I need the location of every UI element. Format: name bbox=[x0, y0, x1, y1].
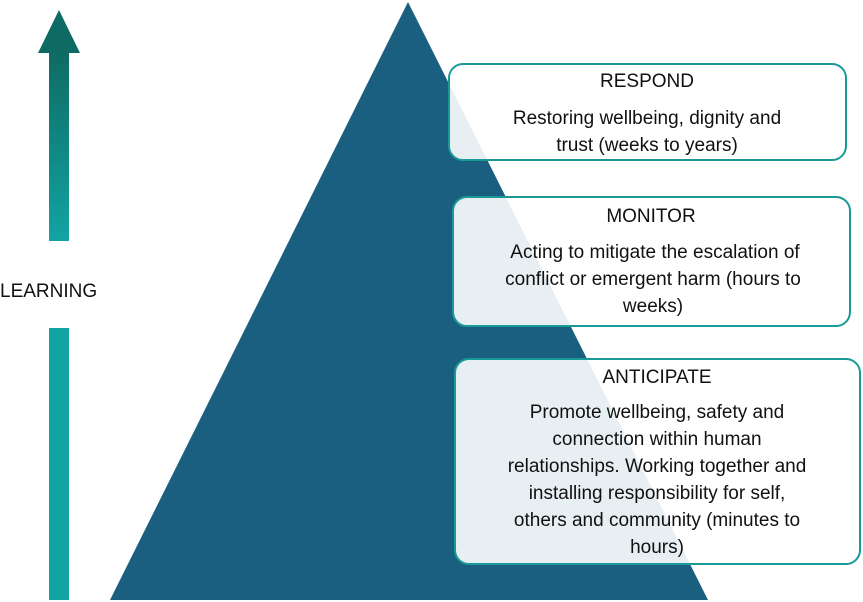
learning-arrow bbox=[38, 10, 80, 600]
anticipate-description-line-4: installing responsibility for self, bbox=[529, 483, 786, 504]
monitor-description-line-2: conflict or emergent harm (hours to bbox=[505, 269, 801, 290]
monitor-description-line-3: weeks) bbox=[622, 296, 683, 317]
monitor-title: MONITOR bbox=[606, 206, 695, 227]
monitor-box: MONITOR Acting to mitigate the escalatio… bbox=[452, 196, 851, 327]
anticipate-description-line-5: others and community (minutes to bbox=[514, 510, 800, 531]
anticipate-description-line-3: relationships. Working together and bbox=[508, 456, 807, 477]
monitor-box-frame bbox=[452, 196, 851, 327]
monitor-description-line-1: Acting to mitigate the escalation of bbox=[510, 242, 800, 263]
anticipate-title: ANTICIPATE bbox=[602, 367, 711, 388]
anticipate-box: ANTICIPATE Promote wellbeing, safety and… bbox=[454, 358, 861, 565]
learning-arrow-lower-shaft bbox=[49, 328, 69, 600]
respond-box-frame bbox=[448, 63, 847, 161]
respond-description-line-2: trust (weeks to years) bbox=[556, 135, 738, 156]
learning-arrow-head bbox=[38, 10, 80, 53]
anticipate-box-frame bbox=[454, 358, 861, 565]
learning-label: LEARNING bbox=[0, 281, 97, 302]
anticipate-description-line-6: hours) bbox=[630, 537, 684, 558]
respond-description-line-1: Restoring wellbeing, dignity and bbox=[513, 108, 781, 129]
anticipate-description-line-1: Promote wellbeing, safety and bbox=[530, 402, 785, 423]
learning-arrow-upper-shaft bbox=[49, 52, 69, 241]
anticipate-description-line-2: connection within human bbox=[552, 429, 761, 450]
respond-title: RESPOND bbox=[600, 71, 694, 92]
respond-box: RESPOND Restoring wellbeing, dignity and… bbox=[448, 63, 847, 161]
